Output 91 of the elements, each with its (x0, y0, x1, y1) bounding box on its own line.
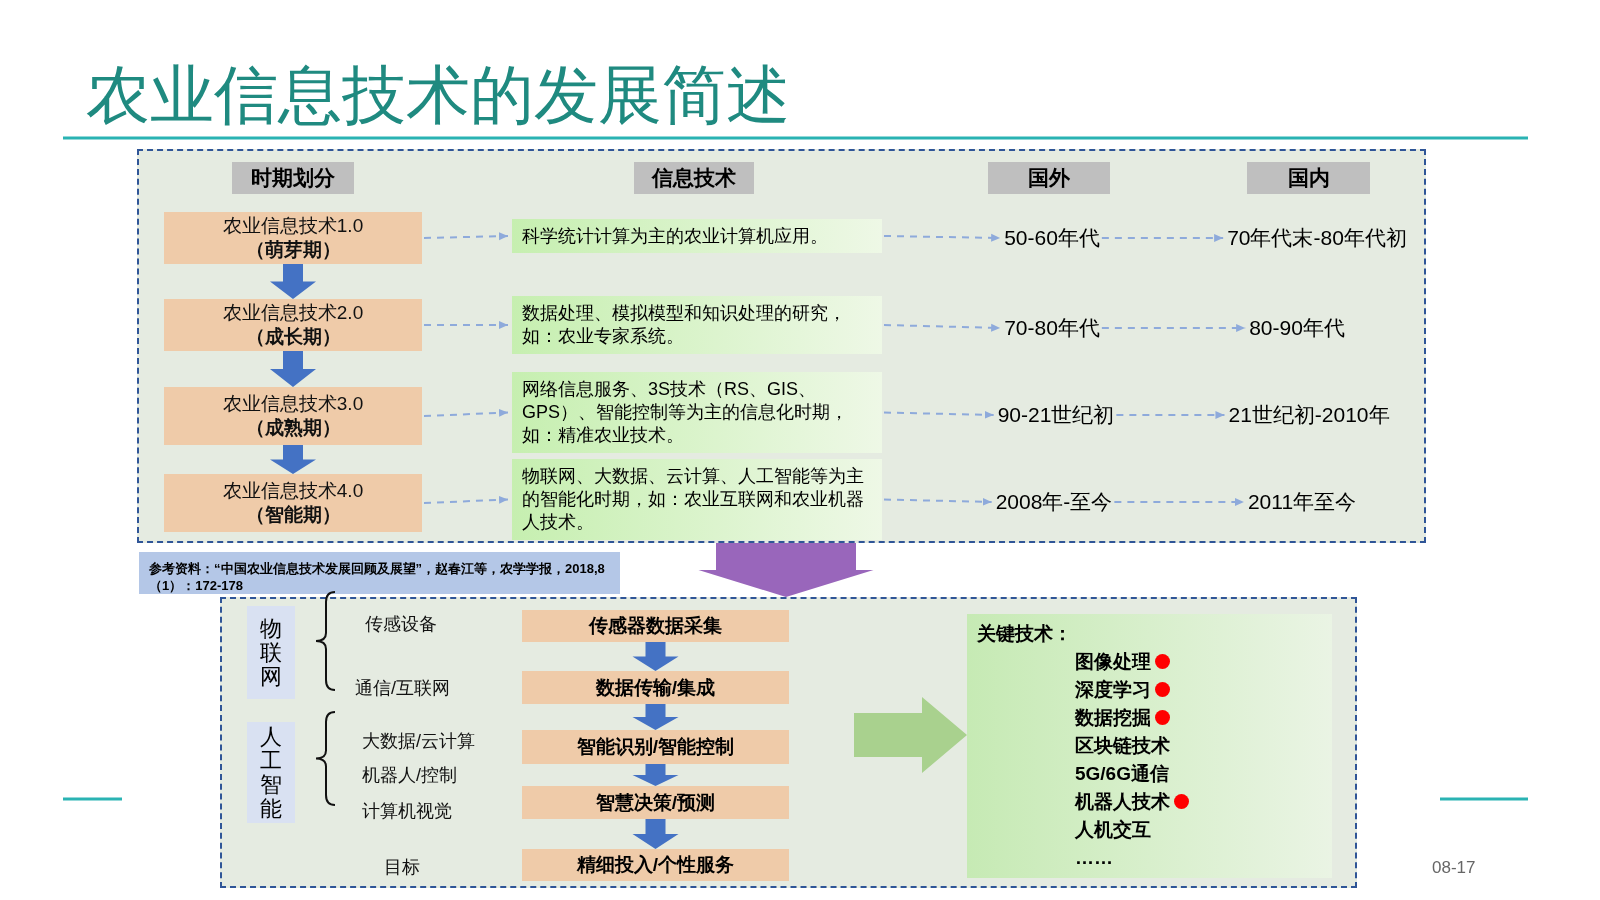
era-text: 21世纪初-2010年 (1228, 401, 1390, 429)
period-title: 农业信息技术1.0 (222, 214, 364, 238)
category-text: 人工智能 (259, 724, 283, 821)
info-box (512, 459, 882, 540)
item-label: 大数据/云计算 (362, 730, 475, 753)
key-tech-item: 深度学习 (1075, 679, 1151, 700)
dashed-arrow (423, 321, 509, 329)
process-box (522, 730, 789, 764)
dashed-arrow (883, 323, 1002, 332)
period-box (164, 387, 422, 445)
column-header (232, 162, 354, 194)
block-arrow (270, 445, 316, 474)
block-arrow (698, 543, 874, 597)
dashed-arrow (1113, 498, 1245, 506)
dashed-arrow (423, 408, 509, 417)
process-box (522, 786, 789, 819)
reference-text: 参考资料：“中国农业信息技术发展回顾及展望”，赵春江等，农学学报，2018,8（1）：172-178 (149, 560, 606, 594)
header-text: 国外 (1028, 165, 1070, 191)
block-arrow (854, 697, 967, 773)
key-tech-box (967, 614, 1332, 878)
page-date: 08-17 (1432, 858, 1476, 878)
header-text: 国内 (1287, 165, 1330, 191)
key-tech-item: 数据挖掘 (1075, 707, 1151, 728)
era-text: 2011年至今 (1247, 488, 1357, 516)
stage-name: （萌芽期） (245, 238, 341, 262)
era-text: 70-80年代 (1004, 314, 1100, 342)
slide-title: 农业信息技术的发展简述 (86, 58, 790, 133)
period-box (164, 212, 422, 264)
process-text: 数据传输/集成 (595, 675, 716, 700)
key-tech-heading: 关键技术： (977, 623, 1072, 644)
dashed-arrow (883, 410, 995, 419)
info-box (512, 296, 882, 354)
block-arrow (270, 264, 316, 299)
block-arrow (632, 642, 679, 671)
block-arrow (632, 704, 679, 730)
dashed-arrow (423, 495, 509, 504)
dashed-arrow (1100, 234, 1225, 242)
info-text: 物联网、大数据、云计算、人工智能等为主的智能化时期，如：农业互联网和农业机器人技术。 (522, 465, 865, 534)
category-text: 物联网 (259, 616, 283, 689)
era-text: 80-90年代 (1249, 314, 1345, 342)
period-box (164, 474, 422, 532)
key-tech-item: 5G/6G通信 (1075, 763, 1169, 784)
era-text: 70年代末-80年代初 (1227, 224, 1407, 252)
info-text: 科学统计计算为主的农业计算机应用。 (522, 224, 828, 248)
key-tech-item: 区块链技术 (1075, 735, 1170, 756)
period-box (164, 299, 422, 351)
column-header (988, 162, 1110, 194)
dashed-arrow (1115, 411, 1226, 419)
reference-box (139, 552, 620, 594)
era-text: 2008年-至今 (995, 488, 1113, 516)
dashed-panel (220, 597, 1357, 888)
header-text: 时期划分 (251, 165, 335, 191)
block-arrow (632, 819, 679, 849)
era-text: 90-21世纪初 (997, 401, 1115, 429)
info-text: 网络信息服务、3S技术（RS、GIS、GPS）、智能控制等为主的信息化时期，如：精准农业技术。 (522, 378, 849, 447)
stage-name: （成熟期） (245, 416, 341, 440)
stage-name: （成长期） (245, 325, 341, 349)
item-label: 传感设备 (365, 613, 437, 636)
key-tech-item: 人机交互 (1075, 819, 1151, 840)
item-label: 计算机视觉 (362, 800, 452, 823)
item-label: 通信/互联网 (355, 677, 450, 700)
block-arrow (270, 351, 316, 387)
dashed-arrow (1100, 324, 1247, 332)
block-arrow (632, 764, 679, 786)
column-header (1247, 162, 1370, 194)
process-text: 精细投入/个性服务 (576, 853, 735, 877)
process-text: 传感器数据采集 (589, 614, 722, 638)
key-tech-item: 机器人技术 (1075, 791, 1170, 812)
info-box (512, 219, 882, 253)
process-text: 智能识别/智能控制 (576, 735, 735, 759)
dashed-panel (137, 149, 1426, 543)
period-title: 农业信息技术2.0 (222, 301, 364, 325)
dashed-arrow (423, 232, 509, 241)
stage-name: （智能期） (245, 503, 341, 527)
key-tech-item: 图像处理 (1075, 651, 1151, 672)
header-text: 信息技术 (652, 165, 736, 191)
process-box (522, 610, 789, 642)
period-title: 农业信息技术4.0 (222, 479, 364, 503)
period-title: 农业信息技术3.0 (222, 392, 364, 416)
process-box (522, 849, 789, 881)
era-text: 50-60年代 (1004, 224, 1100, 252)
dashed-arrow (883, 233, 1002, 242)
info-text: 数据处理、模拟模型和知识处理的研究，如：农业专家系统。 (522, 302, 847, 348)
info-box (512, 372, 882, 453)
item-label: 目标 (384, 856, 420, 879)
item-label: 机器人/控制 (362, 764, 457, 787)
key-tech-item: …… (1075, 847, 1113, 868)
process-box (522, 671, 789, 704)
column-header (634, 162, 754, 194)
process-text: 智慧决策/预测 (595, 790, 716, 815)
dashed-arrow (883, 497, 993, 506)
